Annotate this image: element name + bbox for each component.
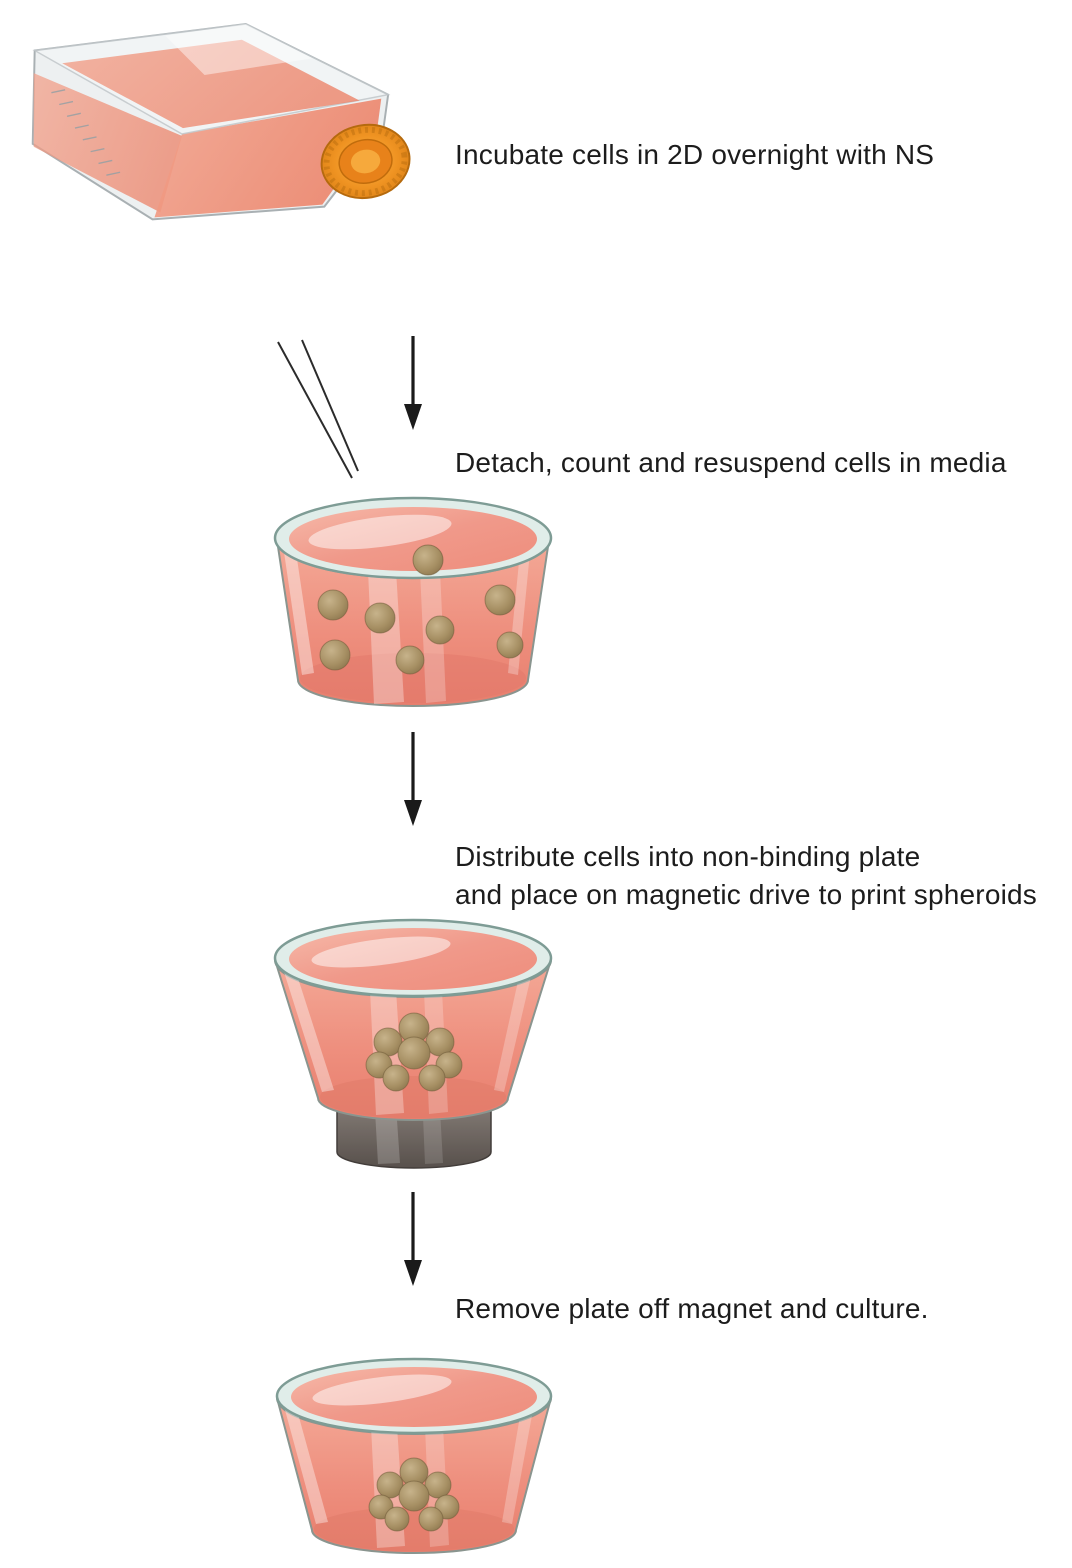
pipette-line-2	[301, 339, 359, 472]
cell-sphere	[496, 631, 524, 659]
arrow-head	[404, 1260, 422, 1286]
cell-sphere	[398, 1480, 430, 1512]
dish-bottom-shade	[300, 653, 526, 703]
step-3-label-line-1: Distribute cells into non-binding plate	[455, 841, 921, 872]
cell-sphere	[376, 1471, 404, 1499]
step-3-label: Distribute cells into non-binding plate …	[455, 838, 1037, 914]
flask-media-left	[33, 73, 182, 213]
down-arrow-icon	[404, 1192, 422, 1286]
glass-highlight-left	[284, 552, 314, 675]
dish-bottom-shade	[314, 1507, 514, 1551]
flask-media-surface	[62, 39, 360, 129]
glass-highlight-right	[494, 972, 532, 1092]
cell-sphere	[384, 1506, 410, 1532]
cell-sphere	[397, 1036, 431, 1070]
flask-graduation-ticks	[51, 89, 121, 176]
tissue-culture-flask-illustration	[31, 22, 411, 221]
flask-cap	[320, 123, 411, 200]
cell-sphere	[382, 1064, 410, 1092]
surface-sheen	[311, 936, 451, 968]
printed-spheroid-cluster	[368, 1457, 460, 1532]
step-4-label: Remove plate off magnet and culture.	[455, 1293, 929, 1324]
cell-sphere	[418, 1064, 446, 1092]
cell-sphere	[364, 602, 396, 634]
printed-spheroid-cluster	[365, 1012, 463, 1092]
cell-sphere	[425, 615, 455, 645]
dish-with-printed-spheroid-illustration	[275, 1357, 553, 1554]
glass-highlight-left	[285, 1410, 328, 1524]
step-1-label: Incubate cells in 2D overnight with NS	[455, 139, 935, 170]
surface-sheen	[308, 514, 452, 550]
flask-sheen	[165, 24, 313, 76]
dish-with-suspended-cells-illustration	[273, 496, 553, 707]
cell-sphere	[484, 584, 516, 616]
suspended-cells	[317, 584, 524, 675]
down-arrow-icon	[404, 336, 422, 430]
cell-sphere	[319, 639, 351, 671]
dish-on-magnetic-drive-illustration	[273, 918, 553, 1169]
pipette-tip-icon	[277, 339, 359, 479]
step-3-label-line-2: and place on magnetic drive to print sph…	[455, 879, 1037, 910]
pipette-line-1	[277, 341, 353, 479]
glass-highlight-left	[284, 972, 334, 1092]
glass-highlight-right	[502, 1410, 533, 1524]
down-arrow-icon	[404, 732, 422, 826]
flask-media-front	[154, 98, 382, 218]
cap-center	[350, 149, 381, 174]
cell-sphere	[395, 645, 425, 675]
flask-body	[31, 22, 391, 221]
cell-sphere-at-surface	[412, 544, 444, 576]
cell-sphere	[418, 1506, 444, 1532]
cell-sphere	[424, 1471, 452, 1499]
cell-sphere	[317, 589, 349, 621]
arrow-head	[404, 404, 422, 430]
step-2-label: Detach, count and resuspend cells in med…	[455, 447, 1007, 478]
cap-ribs	[323, 126, 408, 197]
surface-sheen	[312, 1374, 452, 1406]
dish-bottom-shade	[320, 1076, 506, 1118]
arrow-head	[404, 800, 422, 826]
